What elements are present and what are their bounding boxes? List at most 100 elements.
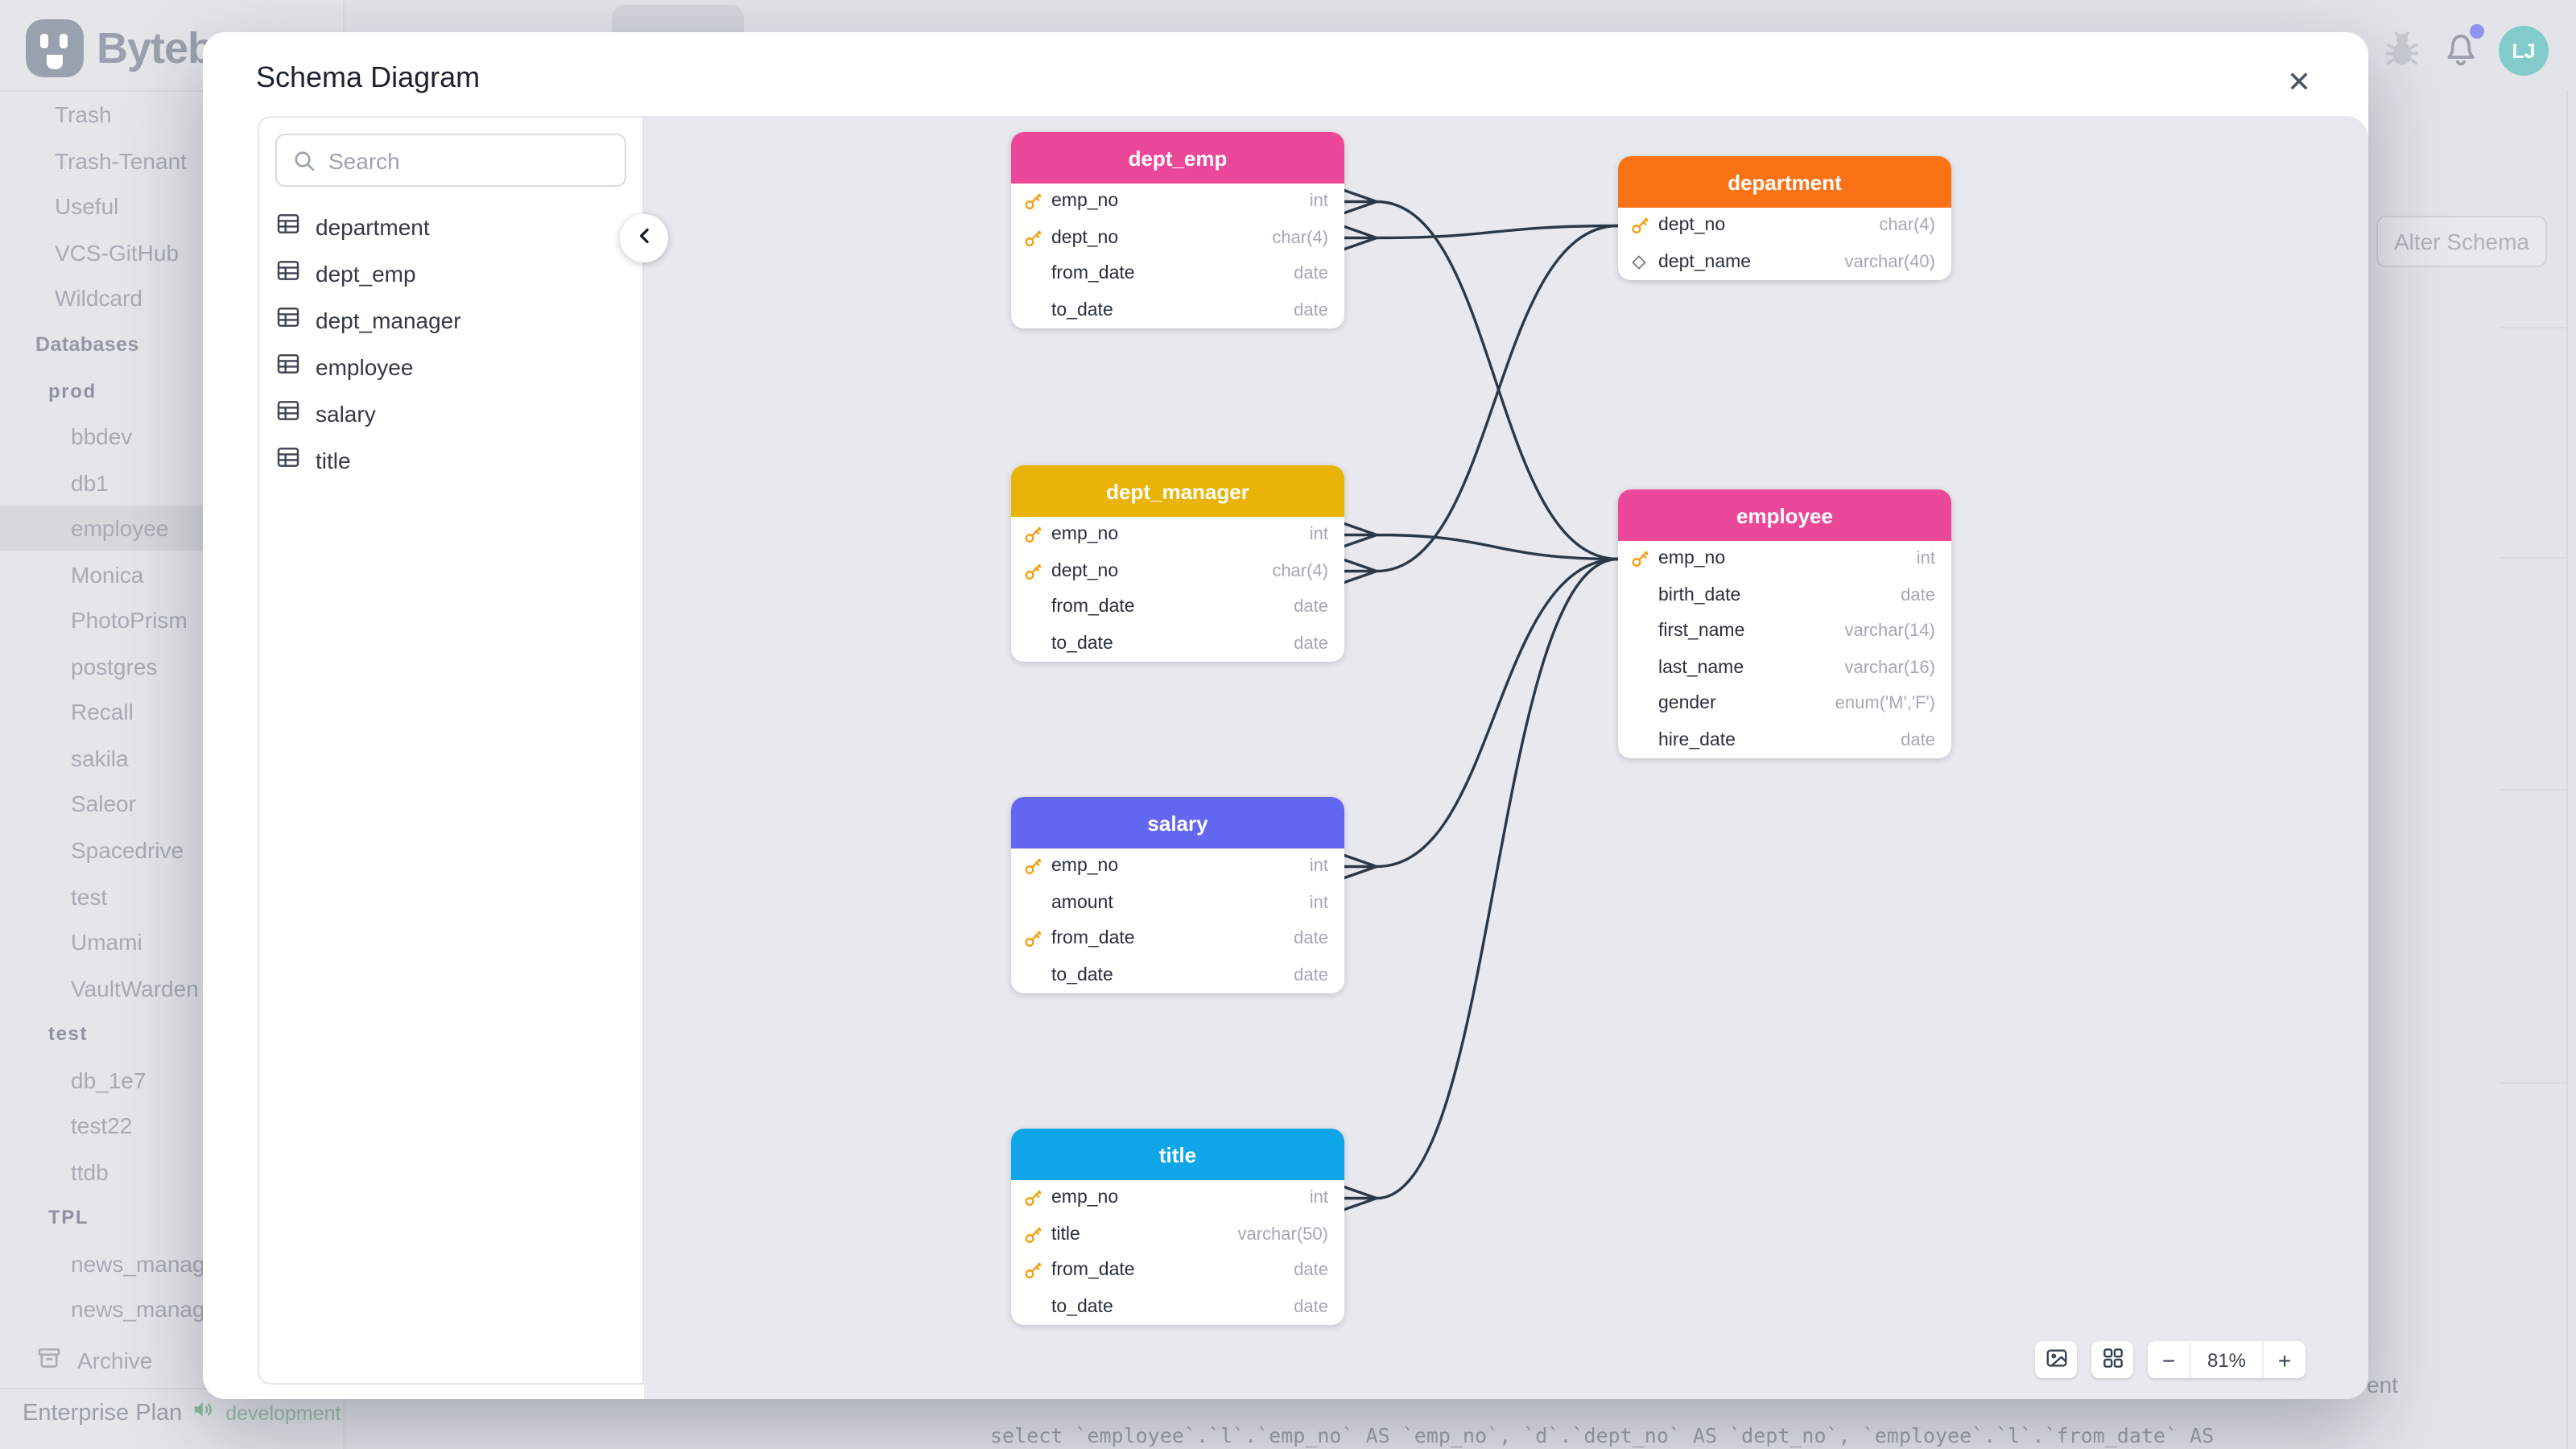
column-row-from_date: from_date date <box>1011 256 1344 292</box>
key-icon <box>1631 550 1658 569</box>
entity-header: salary <box>1011 797 1344 848</box>
sidebar-database-photoprism: PhotoPrism <box>71 607 188 634</box>
column-name: from_date <box>1051 597 1135 617</box>
entity-header: dept_manager <box>1011 465 1344 517</box>
table-list-label: salary <box>316 400 376 426</box>
column-type: date <box>1294 1261 1328 1281</box>
table-icon <box>275 211 301 242</box>
table-icon <box>275 351 301 382</box>
notifications-bell-icon <box>2439 24 2484 79</box>
relation-wires <box>1343 188 1620 1212</box>
table-list-item-title[interactable]: title <box>259 436 642 483</box>
sidebar-group-test: test <box>48 1022 89 1046</box>
close-icon[interactable]: ✕ <box>2278 61 2320 103</box>
relation-dept_emp-employee <box>1343 188 1620 561</box>
table-list-item-dept_emp[interactable]: dept_emp <box>259 250 642 296</box>
column-type: date <box>1294 597 1328 617</box>
sidebar-database-sakila: sakila <box>71 745 129 771</box>
column-type: int <box>1309 192 1328 212</box>
table-list-label: employee <box>316 353 414 379</box>
column-name: to_date <box>1051 300 1113 320</box>
background-line <box>2499 1082 2566 1084</box>
sidebar-divider <box>0 90 345 92</box>
sidebar-database-saleor: Saleor <box>71 791 136 817</box>
column-type: date <box>1294 965 1328 985</box>
sidebar-group-prod: prod <box>48 379 97 402</box>
zoom-out-icon[interactable]: − <box>2148 1341 2190 1378</box>
column-name: amount <box>1051 893 1113 913</box>
column-type: varchar(16) <box>1844 658 1936 678</box>
key-icon <box>1024 192 1051 212</box>
key-icon <box>1024 562 1051 581</box>
column-name: to_date <box>1051 634 1113 654</box>
entity-card-dept_manager[interactable]: dept_manager emp_no int dept_no char(4) from_… <box>1011 465 1344 662</box>
auto-layout-button[interactable] <box>2091 1341 2133 1378</box>
sidebar-item-wildcard: Wildcard <box>55 285 142 312</box>
column-row-from_date: from_date date <box>1011 589 1344 625</box>
sidebar-database-spacedrive: Spacedrive <box>71 837 184 864</box>
column-name: emp_no <box>1658 549 1726 569</box>
modal-title: Schema Diagram <box>256 61 481 93</box>
background-line <box>2499 557 2566 559</box>
entity-header: department <box>1618 156 1951 208</box>
table-list-label: dept_manager <box>316 307 461 332</box>
environment-badge: development <box>225 1402 341 1424</box>
schema-diagram-modal: Schema Diagram ✕ departmentdept_empdept_… <box>203 32 2368 1399</box>
column-name: title <box>1051 1224 1080 1245</box>
sidebar-item-vcs-github: VCS-GitHub <box>55 239 180 266</box>
column-name: dept_no <box>1051 561 1119 581</box>
column-type: int <box>1309 893 1328 913</box>
search-input[interactable] <box>277 135 625 185</box>
background-divider <box>2566 90 2568 1449</box>
table-list-item-employee[interactable]: employee <box>259 343 642 390</box>
column-name: emp_no <box>1051 857 1119 877</box>
table-list-item-salary[interactable]: salary <box>259 390 642 436</box>
table-list-item-dept_manager[interactable]: dept_manager <box>259 296 642 343</box>
table-list-item-department[interactable]: department <box>259 203 642 250</box>
export-image-button[interactable] <box>2035 1341 2077 1378</box>
column-type: date <box>1294 264 1328 284</box>
column-type: int <box>1309 525 1328 545</box>
sidebar-item-trash: Trash <box>55 101 112 128</box>
zoom-in-icon[interactable]: + <box>2264 1341 2306 1378</box>
key-icon <box>1024 526 1051 545</box>
column-row-emp_no: emp_no int <box>1011 517 1344 553</box>
column-type: date <box>1294 929 1328 949</box>
chevron-left-icon <box>632 224 656 253</box>
avatar: LJ <box>2499 26 2549 76</box>
column-name: hire_date <box>1658 730 1736 750</box>
column-name: from_date <box>1051 264 1135 284</box>
image-icon <box>2044 1345 2068 1374</box>
column-type: date <box>1294 300 1328 320</box>
column-type: char(4) <box>1272 561 1328 581</box>
sidebar-database-db1: db1 <box>71 469 109 496</box>
sidebar-database-recall: Recall <box>71 699 134 725</box>
speaker-icon <box>192 1397 216 1428</box>
column-type: char(4) <box>1879 216 1935 236</box>
column-name: dept_name <box>1658 252 1752 272</box>
canvas-controls: − 81% + <box>2035 1341 2306 1378</box>
collapse-panel-button[interactable] <box>620 214 668 262</box>
column-name: emp_no <box>1051 525 1119 545</box>
plan-row: Enterprise Plan development <box>23 1397 341 1428</box>
sql-editor-snippet: select `employee`.`l`.`emp_no` AS `emp_n… <box>990 1423 2215 1447</box>
